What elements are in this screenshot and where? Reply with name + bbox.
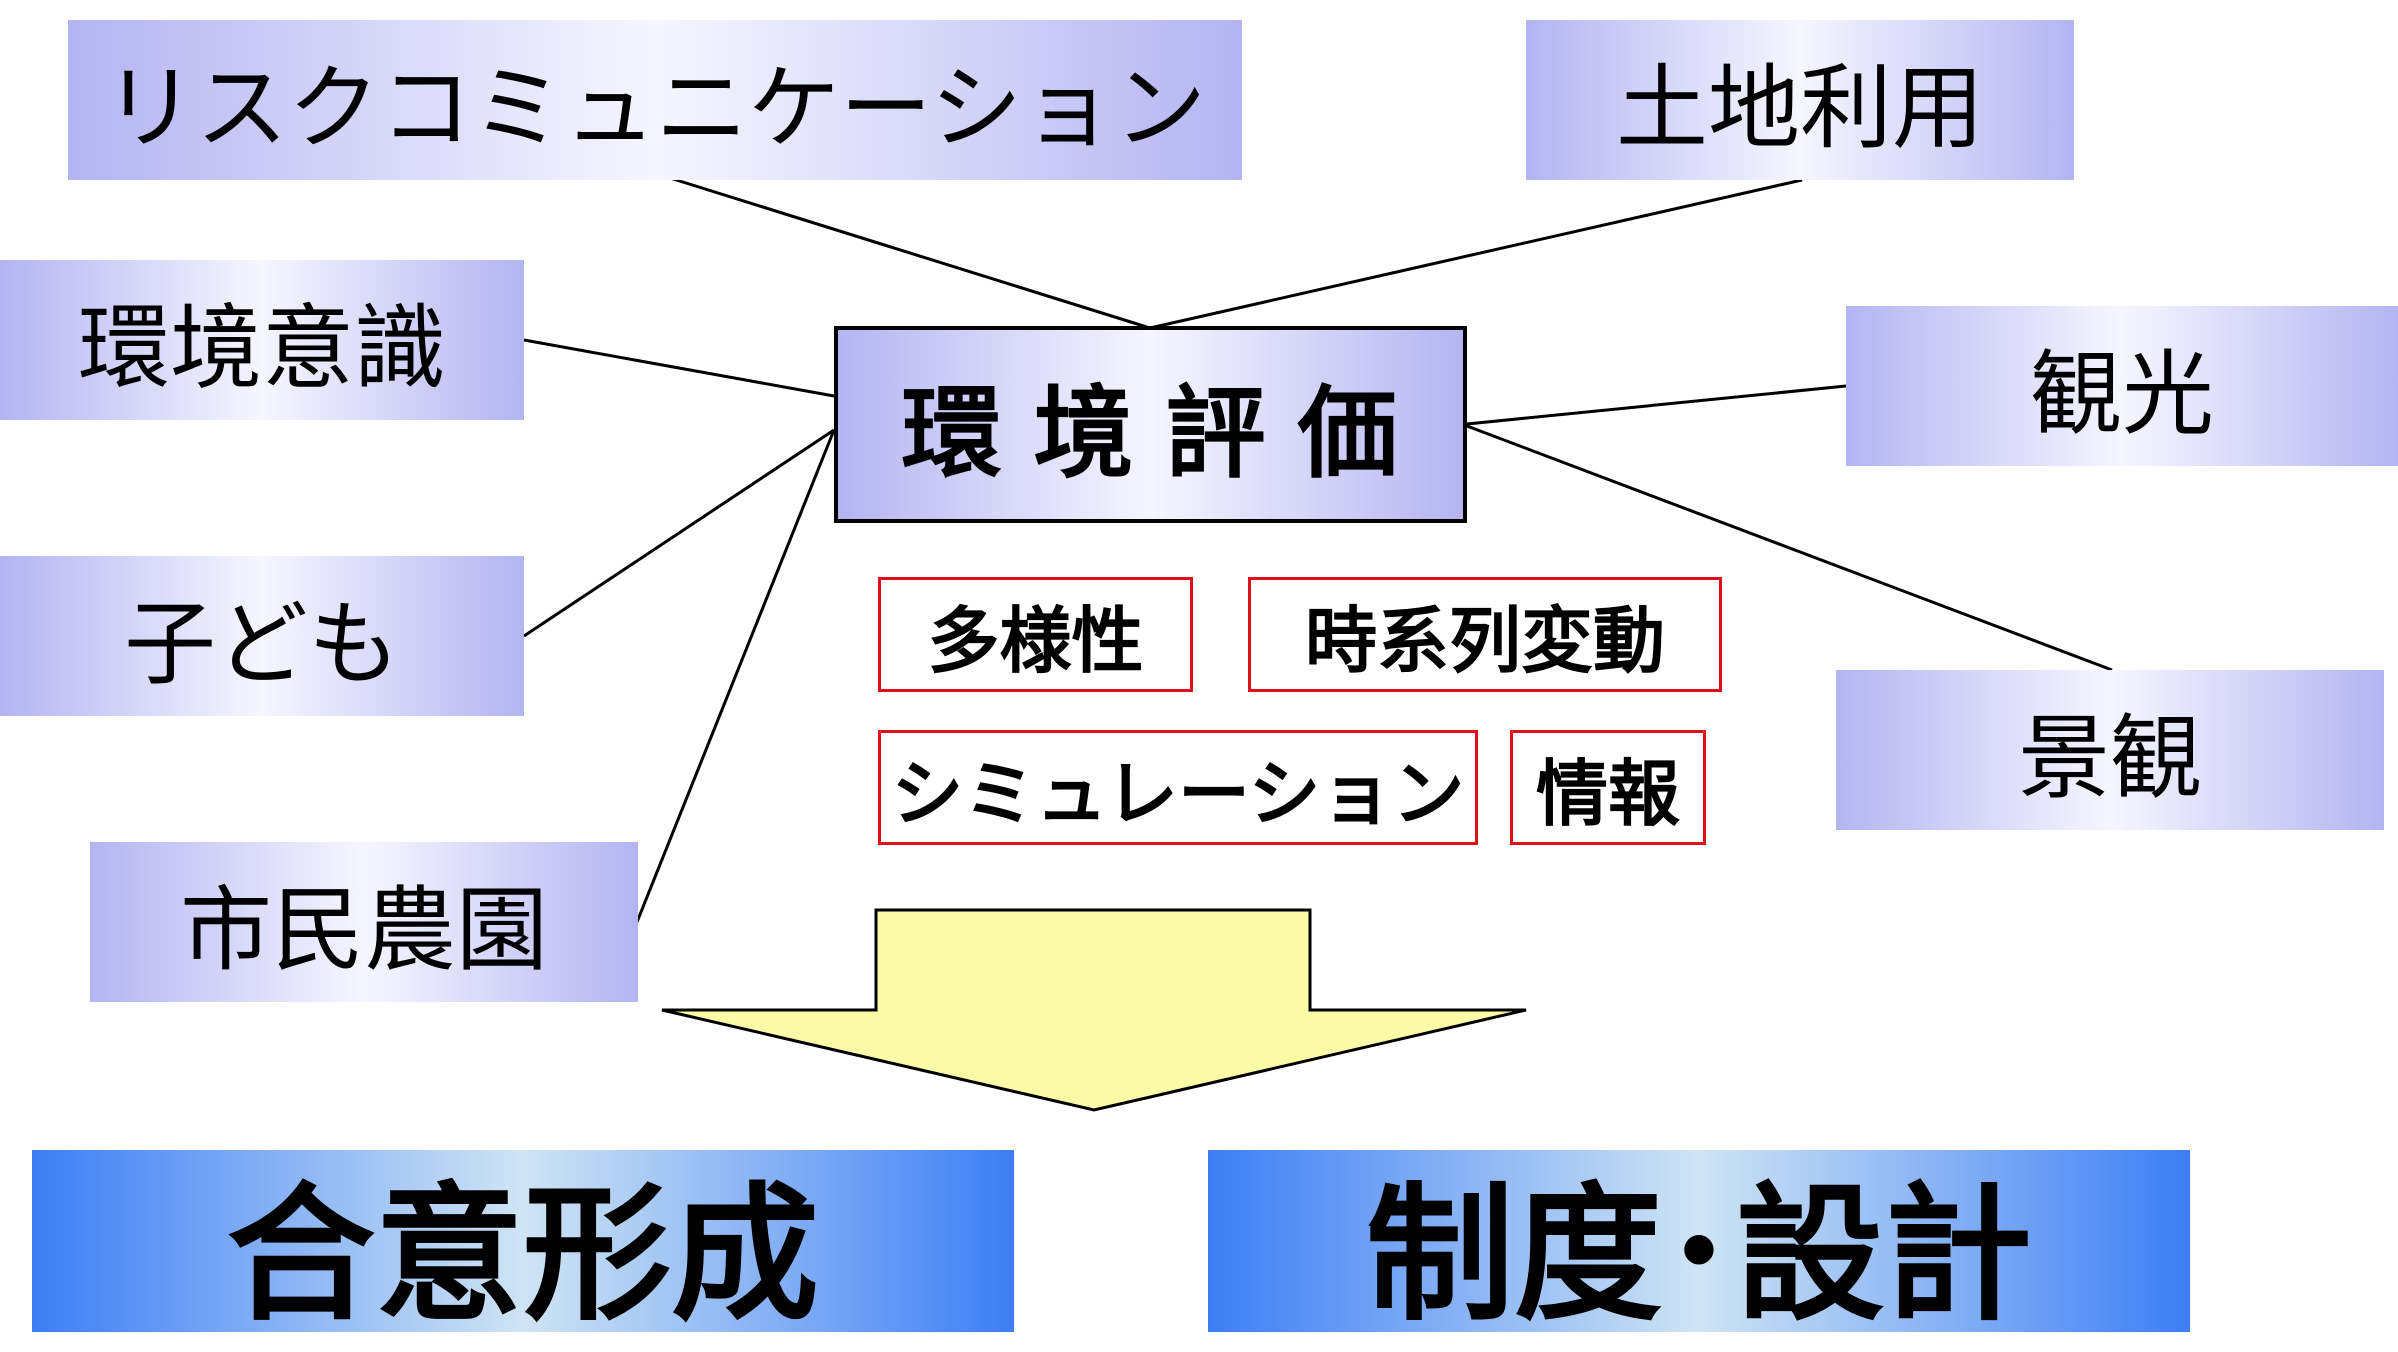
link-risk-communication	[637, 166, 1151, 330]
link-children	[523, 428, 835, 638]
tag-information: 情報	[1510, 730, 1706, 845]
result-institution-design: 制度･設計	[1208, 1150, 2190, 1341]
link-environmental-awareness	[523, 338, 835, 398]
result-consensus: 合意形成	[32, 1150, 1014, 1341]
link-landscape	[1466, 424, 2113, 672]
center-environmental-assessment: 環境評価	[834, 326, 1467, 523]
topic-risk-communication: リスクコミュニケーション	[68, 20, 1242, 180]
tag-diversity: 多様性	[878, 577, 1193, 692]
tag-simulation: シミュレーション	[878, 730, 1478, 845]
topic-children: 子ども	[0, 556, 524, 716]
link-community-garden	[635, 429, 836, 923]
tag-time-series: 時系列変動	[1248, 577, 1722, 692]
link-land-use	[1149, 178, 1803, 330]
topic-tourism: 観光	[1846, 306, 2398, 466]
topic-land-use: 土地利用	[1526, 20, 2074, 180]
link-tourism	[1466, 384, 1847, 426]
topic-landscape: 景観	[1836, 670, 2384, 830]
topic-community-garden: 市民農園	[90, 842, 638, 1002]
down-arrow	[661, 908, 1527, 1112]
topic-environmental-awareness: 環境意識	[0, 260, 524, 420]
